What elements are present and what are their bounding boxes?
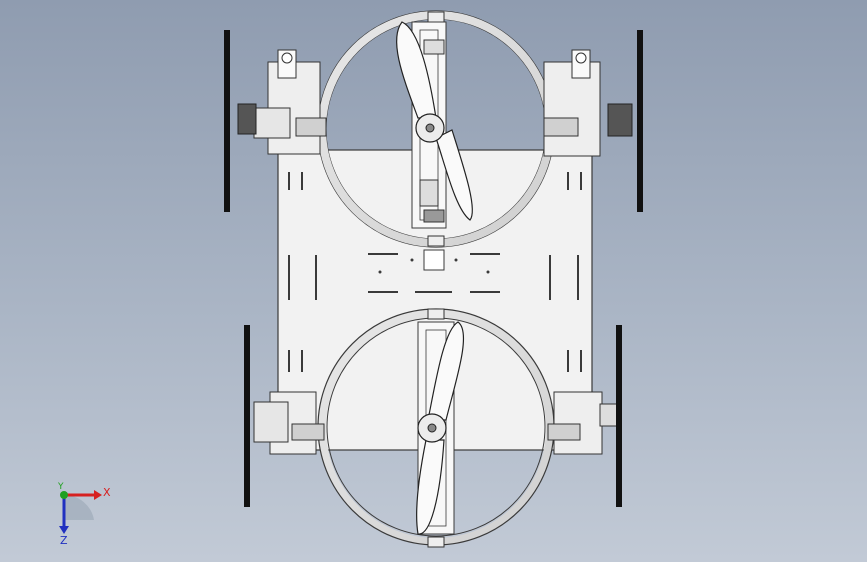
lower-propeller	[416, 321, 465, 535]
front-left-wheel-assembly	[224, 30, 327, 212]
rear-left-wheel-assembly	[244, 325, 325, 507]
y-axis-label: Y	[58, 482, 64, 492]
plate-slots	[288, 172, 582, 372]
y-axis-dot	[60, 491, 68, 499]
coordinate-triad	[59, 490, 102, 534]
x-axis-label: X	[103, 486, 111, 499]
rear-right-wheel-assembly	[547, 325, 622, 507]
upper-propeller	[395, 21, 473, 221]
z-axis-label: Z	[60, 534, 68, 547]
front-right-wheel-assembly	[543, 30, 643, 212]
